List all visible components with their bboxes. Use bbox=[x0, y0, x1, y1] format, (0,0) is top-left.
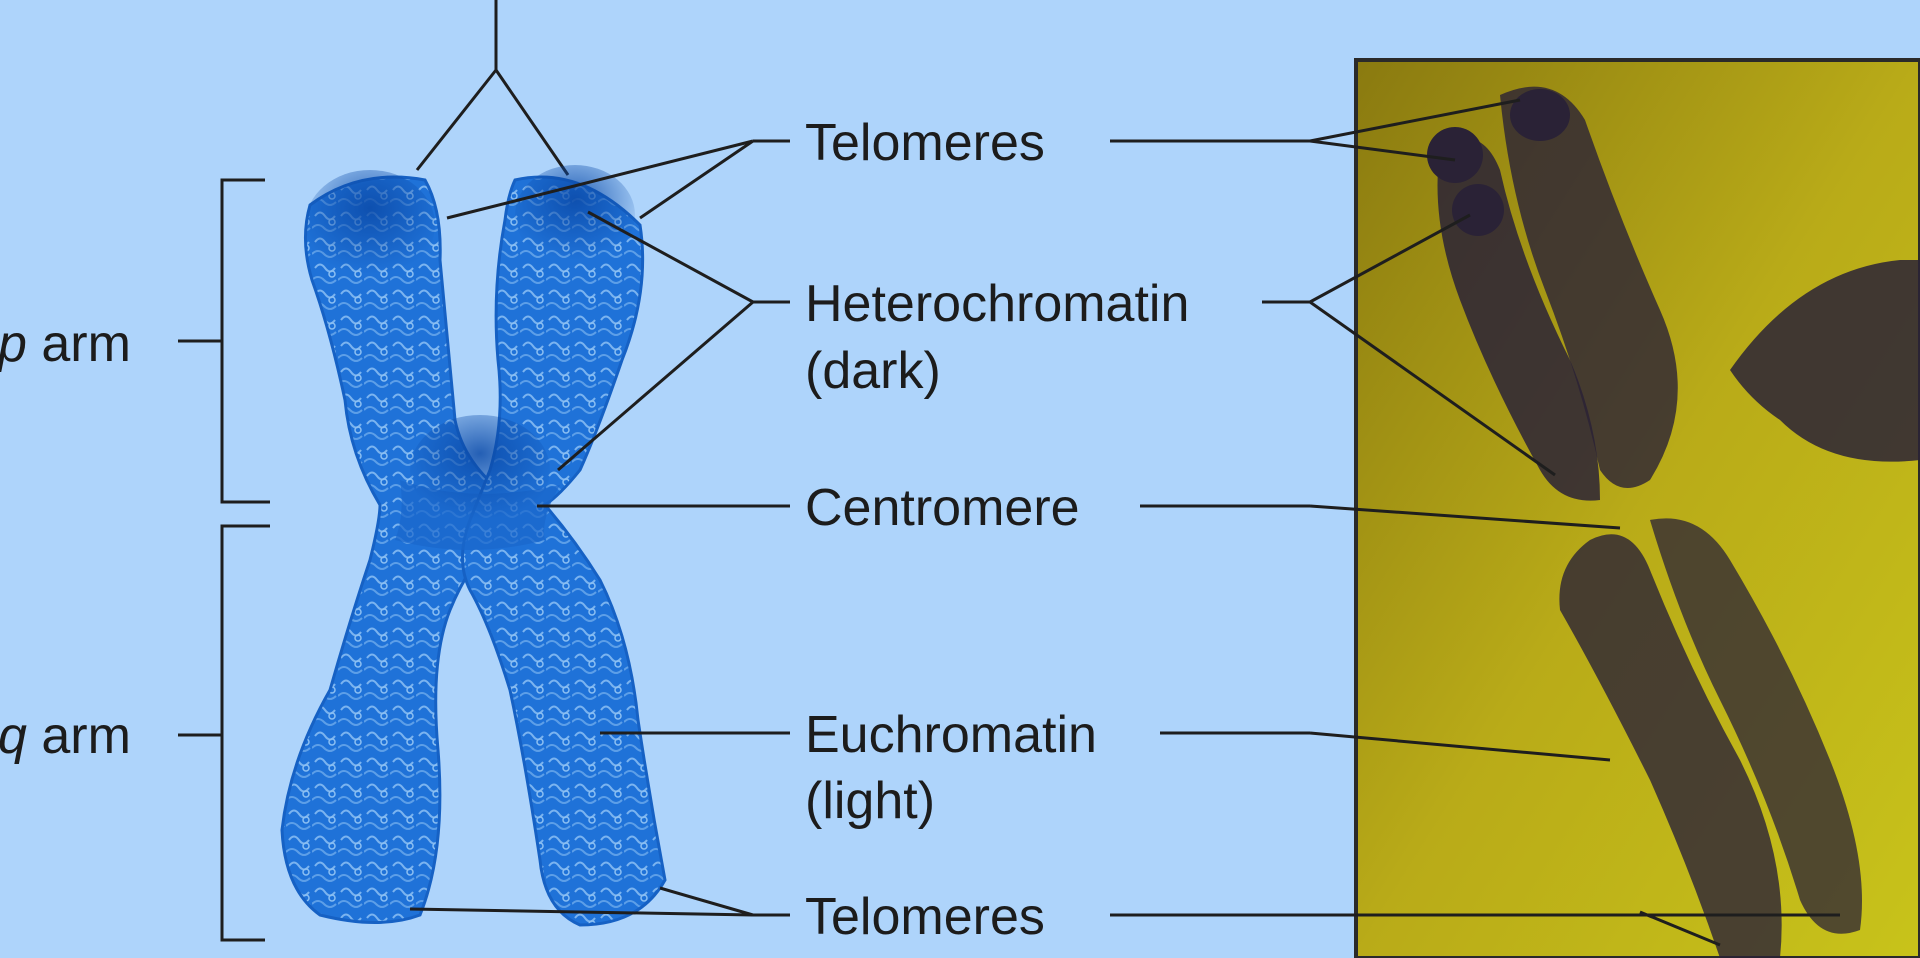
centromere-heterochromatin bbox=[410, 415, 550, 525]
label-euchromatin: Euchromatin bbox=[805, 706, 1097, 764]
q-arm-bracket bbox=[178, 526, 270, 940]
label-euchromatin-light: (light) bbox=[805, 772, 935, 830]
p-arm-letter: p bbox=[0, 315, 27, 373]
label-telomeres-top: Telomeres bbox=[805, 114, 1045, 172]
q-arm-label: q arm bbox=[0, 707, 131, 765]
micrograph-panel bbox=[1356, 60, 1920, 958]
q-arm-suffix: arm bbox=[27, 707, 131, 765]
label-telomeres-bottom: Telomeres bbox=[805, 888, 1045, 946]
p-arm-bracket bbox=[178, 180, 270, 502]
p-arm-label: p arm bbox=[0, 315, 131, 373]
q-arm-letter: q bbox=[0, 707, 27, 765]
label-heterochromatin: Heterochromatin bbox=[805, 275, 1189, 333]
right-chromatid bbox=[463, 177, 666, 925]
label-heterochromatin-dark: (dark) bbox=[805, 342, 941, 400]
right-heterochromatin-cap bbox=[515, 165, 635, 265]
micrograph-dark-band-2 bbox=[1452, 184, 1504, 236]
chromosome-illustration bbox=[282, 165, 665, 925]
label-centromere: Centromere bbox=[805, 479, 1080, 537]
micrograph-dark-band-3 bbox=[1510, 89, 1570, 141]
micrograph-dark-band-1 bbox=[1427, 127, 1483, 183]
left-heterochromatin-cap bbox=[305, 170, 435, 280]
p-arm-suffix: arm bbox=[27, 315, 131, 373]
top-leader bbox=[417, 0, 568, 175]
